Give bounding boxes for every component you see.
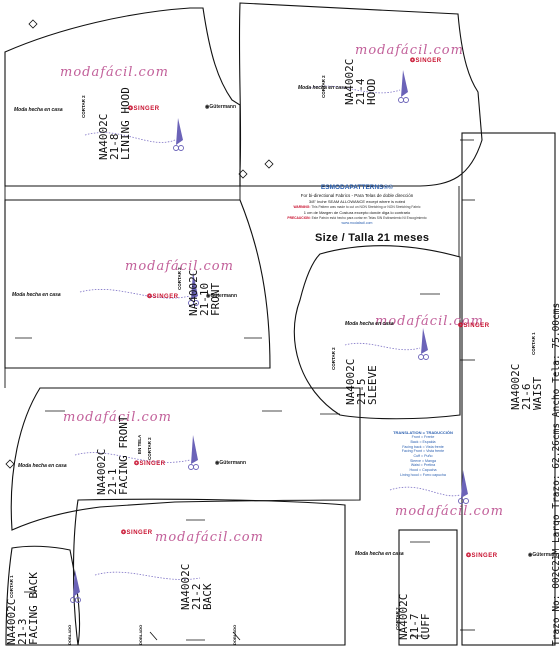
- fold-label: DOBLADO: [232, 624, 237, 645]
- brand-tagline: Moda hecha en casa: [14, 107, 63, 113]
- cut-label: CORTAR 2: [177, 267, 182, 290]
- singer-logo: SINGER: [147, 294, 179, 300]
- piece-outline-sleeve: [293, 245, 461, 420]
- singer-logo: SINGER: [128, 106, 160, 112]
- translation-line: Hood = Capucha: [409, 467, 437, 472]
- brand-tagline: Moda hecha en casa: [18, 463, 67, 469]
- piece-outline-facing-back: [5, 545, 81, 646]
- header-title: ESMODAPATTERNS®©: [320, 184, 394, 191]
- piece-code-front: NA4002C 21-10 FRONT: [187, 269, 222, 316]
- header-line-3: 1 cm de Margen de Costura excepto donde …: [303, 210, 411, 215]
- piece-code-facing-front: NA4002C 21-1 FACING FRONT: [95, 415, 130, 495]
- brand-watermark: modafácil.com: [60, 65, 169, 80]
- piece-code-hood: NA4002C 21-4 HOOD: [343, 58, 378, 105]
- header-website: www.modafacil.com: [341, 221, 373, 225]
- translation-line: Lining hood = Forro capucha: [400, 472, 446, 477]
- cut-label: CORTAR 2: [321, 75, 326, 98]
- piece-outline-waist: [461, 132, 556, 646]
- pattern-header: ESMODAPATTERNS®© For bi-directional Fabr…: [272, 184, 442, 225]
- piece-code-waist: NA4002C 21-6 WAIST: [509, 363, 544, 410]
- singer-logo: SINGER: [121, 530, 153, 536]
- piece-code-lining-hood: NA4002C 21-8 LINING HOOD: [97, 87, 132, 160]
- header-line-1: For bi-directional Fabrics - Para Telas …: [300, 193, 414, 198]
- header-line-2: 3/8" Inche SEAM ALLOWANCE except where i…: [308, 199, 406, 204]
- fold-label: DOBLADO: [67, 624, 72, 645]
- singer-logo: SINGER: [458, 323, 490, 329]
- brand-watermark: modafácil.com: [155, 530, 264, 545]
- singer-logo: SINGER: [410, 58, 442, 64]
- brand-watermark: modafácil.com: [355, 43, 464, 58]
- marker-info: Trazo No: 002C21M Largo Trazo: 62.26cms …: [551, 302, 560, 646]
- brand-tagline: Moda hecha en casa: [12, 292, 61, 298]
- piece-code-sleeve: NA4002C 21-5 SLEEVE: [344, 358, 379, 405]
- piece-code-cuff: NA4002C 21-7 CUFF: [397, 593, 432, 640]
- piece-outline-cuff: [398, 529, 458, 646]
- fabric-note: EN TELA: [137, 434, 142, 454]
- size-label: Size / Talla 21 meses: [315, 232, 430, 244]
- piece-outline-front: [4, 199, 271, 369]
- translation-line: Sleeve = Manga: [409, 458, 437, 463]
- piece-outline-back: [72, 498, 346, 646]
- brand-watermark: modafácil.com: [125, 259, 234, 274]
- gutermann-logo: Gütermann: [205, 105, 236, 110]
- piece-code-back: NA4002C 21-2 BACK: [179, 563, 214, 610]
- fold-label: DOBLADO: [138, 624, 143, 645]
- gutermann-logo: Gütermann: [206, 294, 237, 299]
- brand-tagline: Moda hecha en casa: [345, 321, 394, 327]
- brand-watermark: modafácil.com: [375, 314, 484, 329]
- piece-outline-facing-front: [10, 387, 361, 531]
- brand-tagline: Moda hecha en casa: [355, 551, 404, 557]
- header-warning: WARNING: This Pattern was made to cut on…: [293, 205, 421, 209]
- cut-label: CORTAR 1: [531, 332, 536, 355]
- header-precaucion: PRECAUCION: Este Patrón está hecho para …: [287, 216, 427, 220]
- cut-label: CORTAR 2: [147, 437, 152, 460]
- brand-tagline: Moda hecha en casa: [298, 85, 347, 91]
- translation-line: Cuff = Puño: [413, 453, 433, 458]
- translation-line: Facing back = Vista frente: [402, 444, 444, 449]
- piece-outline-lining-hood: [4, 7, 241, 187]
- cut-label: CORTAR 2: [331, 347, 336, 370]
- cut-label: CORTAR 2: [81, 95, 86, 118]
- translation-heading: TRANSLATION = TRADUCCIÓN: [393, 430, 453, 435]
- translation-line: Waist = Pretina: [410, 463, 436, 468]
- brand-watermark: modafácil.com: [395, 504, 504, 519]
- translation-list: TRANSLATION = TRADUCCIÓN Front = Frente …: [378, 430, 468, 477]
- translation-line: Back = Espalda: [410, 439, 436, 444]
- gutermann-logo: Gütermann: [528, 553, 559, 558]
- gutermann-logo: Gütermann: [215, 461, 246, 466]
- piece-outline-hood: [238, 2, 483, 187]
- brand-watermark: modafácil.com: [63, 410, 172, 425]
- piece-code-facing-back: NA4002C 21-3 FACING BACK: [5, 572, 40, 645]
- translation-line: Front = Frente: [411, 435, 435, 440]
- translation-line: Facing Front = Vista frente: [401, 449, 445, 454]
- singer-logo: SINGER: [466, 553, 498, 559]
- singer-logo: SINGER: [134, 461, 166, 467]
